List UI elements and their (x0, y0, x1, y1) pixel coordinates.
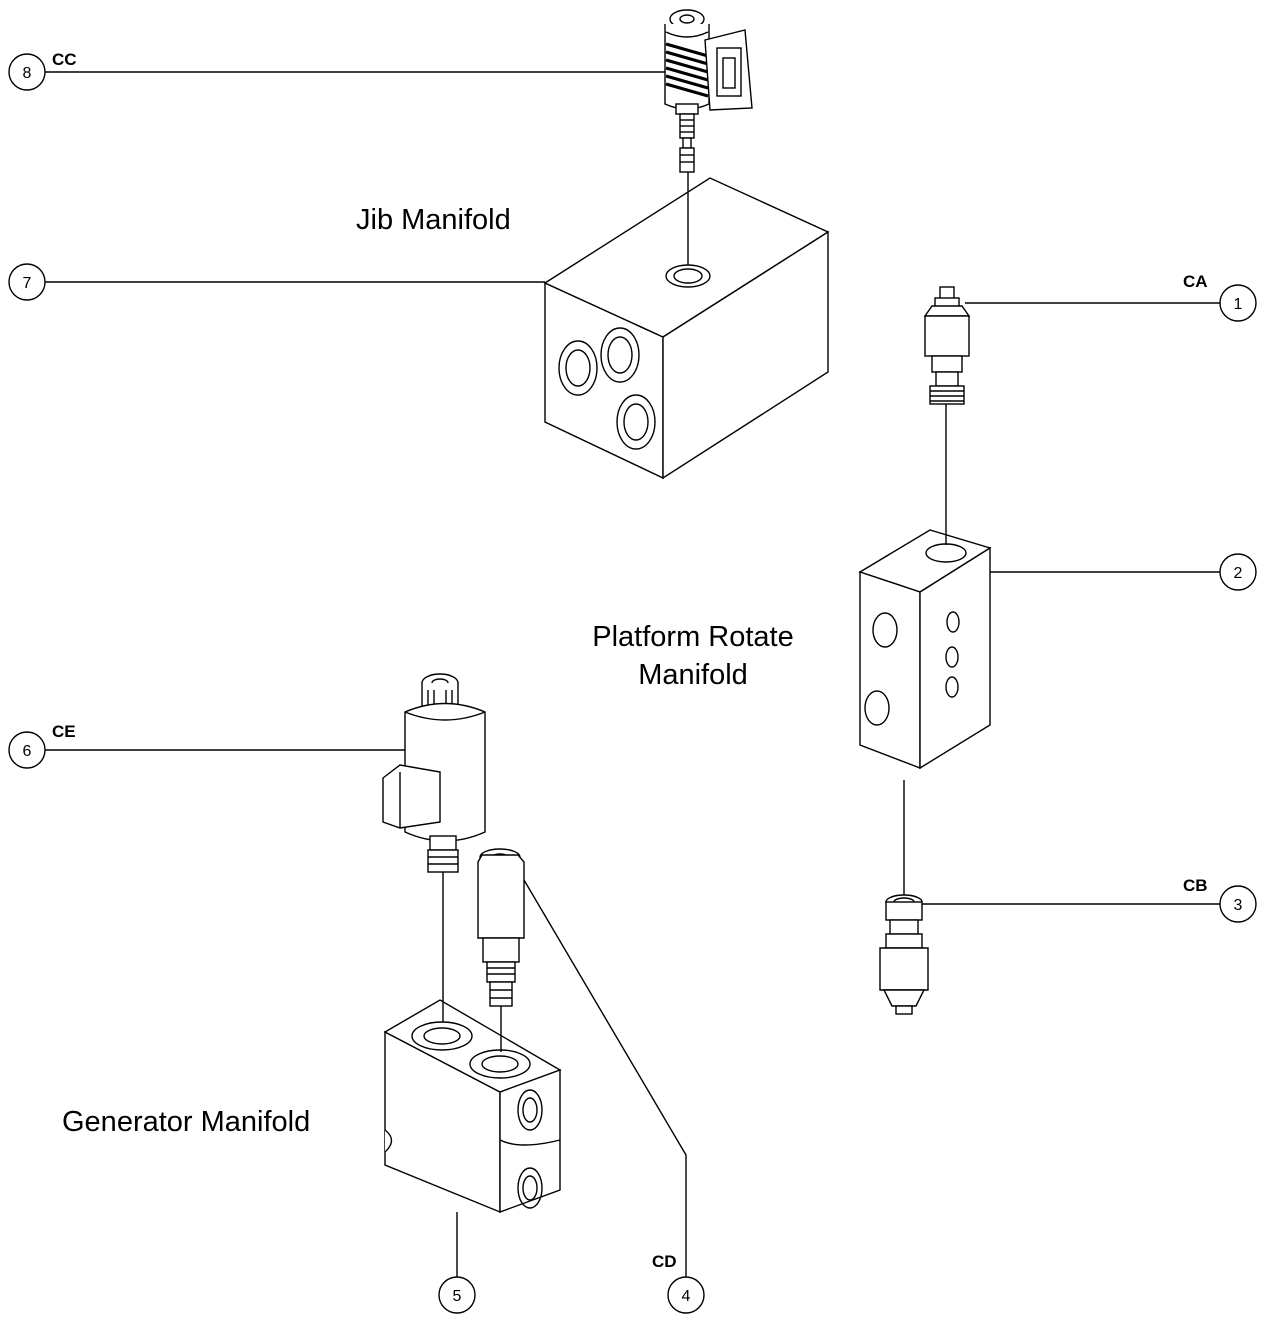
cartridge-valve-cb (879, 780, 929, 1015)
code-label-cd: CD (652, 1252, 677, 1271)
callout-4: 4 (667, 1276, 705, 1314)
code-label-ca: CA (1183, 272, 1208, 291)
callout-1: 1 (1219, 284, 1257, 322)
leader-lines (45, 71, 1220, 1280)
platform-rotate-manifold-block (858, 529, 992, 770)
platform-rotate-label-line2: Manifold (638, 659, 748, 691)
jib-manifold-block (543, 177, 830, 480)
code-label-cb: CB (1183, 876, 1208, 895)
solenoid-valve-cc (664, 9, 753, 265)
callout-7: 7 (8, 263, 46, 301)
platform-rotate-label-line1: Platform Rotate (592, 621, 794, 653)
jib-manifold-label: Jib Manifold (356, 204, 511, 236)
code-label-cc: CC (52, 50, 77, 69)
solenoid-valve-ce (382, 673, 486, 1022)
callout-5: 5 (438, 1276, 476, 1314)
generator-manifold-block (383, 999, 562, 1214)
svg-text:3: 3 (1234, 897, 1243, 914)
cartridge-valve-ca (923, 286, 971, 545)
svg-text:1: 1 (1234, 296, 1243, 313)
svg-text:8: 8 (23, 65, 32, 82)
relief-valve-cd (477, 848, 525, 1052)
svg-text:6: 6 (23, 743, 32, 760)
svg-text:7: 7 (23, 275, 32, 292)
generator-manifold-label: Generator Manifold (62, 1106, 311, 1138)
svg-text:4: 4 (682, 1288, 691, 1305)
callout-2: 2 (1219, 553, 1257, 591)
callout-3: 3 (1219, 885, 1257, 923)
svg-text:2: 2 (1234, 565, 1243, 582)
code-label-ce: CE (52, 722, 76, 741)
callout-6: 6 (8, 731, 46, 769)
callout-8: 8 (8, 53, 46, 91)
svg-text:5: 5 (453, 1288, 462, 1305)
